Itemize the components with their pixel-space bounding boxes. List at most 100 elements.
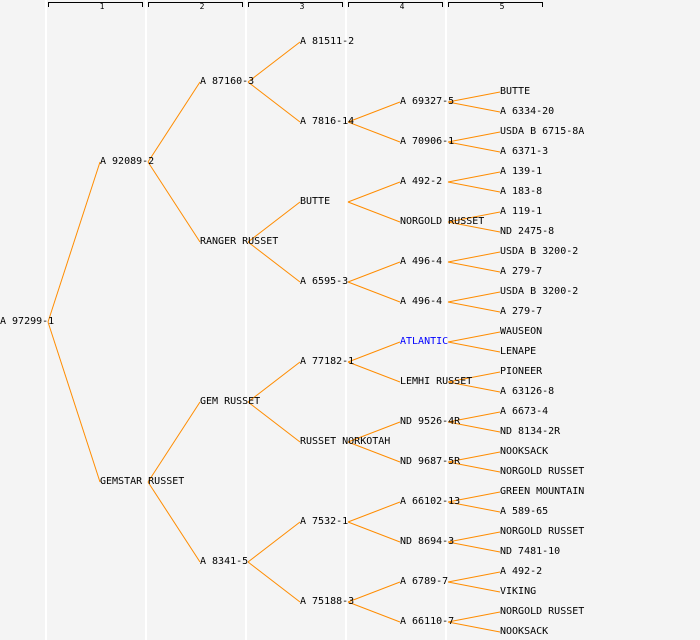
pedigree-node[interactable]: USDA B 6715-8A bbox=[500, 126, 585, 137]
pedigree-link bbox=[347, 521, 401, 543]
pedigree-link bbox=[247, 201, 301, 243]
pedigree-link bbox=[247, 41, 301, 83]
pedigree-node[interactable]: A 139-1 bbox=[500, 166, 543, 177]
pedigree-link bbox=[347, 601, 401, 623]
pedigree-link bbox=[447, 611, 501, 623]
pedigree-link bbox=[347, 501, 401, 523]
pedigree-link bbox=[347, 341, 401, 363]
pedigree-link bbox=[447, 451, 501, 463]
pedigree-node[interactable]: NORGOLD RUSSET bbox=[500, 526, 585, 537]
pedigree-node[interactable]: USDA B 3200-2 bbox=[500, 246, 579, 257]
pedigree-node[interactable]: NORGOLD RUSSET bbox=[500, 606, 585, 617]
generation-bracket bbox=[148, 2, 243, 7]
pedigree-link bbox=[347, 181, 401, 203]
pedigree-node[interactable]: ND 9526-4R bbox=[400, 416, 461, 427]
pedigree-node[interactable]: A 496-4 bbox=[400, 296, 443, 307]
pedigree-link bbox=[447, 461, 501, 473]
pedigree-node[interactable]: ND 8134-2R bbox=[500, 426, 561, 437]
pedigree-node[interactable]: A 6334-20 bbox=[500, 106, 555, 117]
pedigree-node[interactable]: A 496-4 bbox=[400, 256, 443, 267]
pedigree-node[interactable]: A 119-1 bbox=[500, 206, 543, 217]
pedigree-link bbox=[447, 291, 501, 303]
pedigree-node[interactable]: A 77182-1 bbox=[300, 356, 355, 367]
pedigree-link bbox=[47, 161, 101, 323]
pedigree-node[interactable]: ND 8694-3 bbox=[400, 536, 455, 547]
pedigree-link bbox=[347, 581, 401, 603]
pedigree-node[interactable]: A 6673-4 bbox=[500, 406, 549, 417]
pedigree-node[interactable]: A 81511-2 bbox=[300, 36, 355, 47]
pedigree-link bbox=[447, 341, 501, 353]
pedigree-node[interactable]: VIKING bbox=[500, 586, 537, 597]
generation-bracket bbox=[348, 2, 443, 7]
generation-bracket bbox=[48, 2, 143, 7]
pedigree-node[interactable]: A 92089-2 bbox=[100, 156, 155, 167]
pedigree-node[interactable]: GREEN MOUNTAIN bbox=[500, 486, 585, 497]
pedigree-link bbox=[147, 481, 201, 563]
pedigree-node[interactable]: A 183-8 bbox=[500, 186, 543, 197]
pedigree-node[interactable]: A 7532-1 bbox=[300, 516, 349, 527]
pedigree-link bbox=[247, 401, 301, 443]
generation-bracket bbox=[448, 2, 543, 7]
pedigree-link bbox=[447, 171, 501, 183]
pedigree-node[interactable]: A 492-2 bbox=[500, 566, 543, 577]
pedigree-link bbox=[447, 141, 501, 153]
pedigree-node[interactable]: NORGOLD RUSSET bbox=[400, 216, 485, 227]
pedigree-node[interactable]: BUTTE bbox=[500, 86, 531, 97]
pedigree-node[interactable]: BUTTE bbox=[300, 196, 331, 207]
pedigree-link bbox=[247, 81, 301, 123]
pedigree-link bbox=[347, 281, 401, 303]
pedigree-node[interactable]: A 6371-3 bbox=[500, 146, 549, 157]
pedigree-node[interactable]: ND 7481-10 bbox=[500, 546, 561, 557]
pedigree-link bbox=[447, 411, 501, 423]
pedigree-node[interactable]: ND 2475-8 bbox=[500, 226, 555, 237]
pedigree-link bbox=[447, 331, 501, 343]
pedigree-link bbox=[247, 361, 301, 403]
pedigree-node[interactable]: LENAPE bbox=[500, 346, 537, 357]
pedigree-node[interactable]: A 97299-1 bbox=[0, 316, 55, 327]
pedigree-node[interactable]: RUSSET NORKOTAH bbox=[300, 436, 391, 447]
pedigree-link bbox=[447, 381, 501, 393]
pedigree-node[interactable]: A 66102-13 bbox=[400, 496, 461, 507]
pedigree-node[interactable]: A 6789-7 bbox=[400, 576, 449, 587]
pedigree-node[interactable]: LEMHI RUSSET bbox=[400, 376, 473, 387]
pedigree-node[interactable]: NOOKSACK bbox=[500, 626, 549, 637]
pedigree-node[interactable]: A 279-7 bbox=[500, 306, 543, 317]
pedigree-node[interactable]: USDA B 3200-2 bbox=[500, 286, 579, 297]
pedigree-node[interactable]: A 87160-3 bbox=[200, 76, 255, 87]
pedigree-node[interactable]: A 66110-7 bbox=[400, 616, 455, 627]
pedigree-node[interactable]: A 70906-1 bbox=[400, 136, 455, 147]
pedigree-node[interactable]: ATLANTIC bbox=[400, 336, 449, 347]
pedigree-link bbox=[447, 301, 501, 313]
pedigree-link bbox=[447, 101, 501, 113]
generation-divider bbox=[445, 0, 447, 640]
generation-divider bbox=[345, 0, 347, 640]
pedigree-node[interactable]: A 63126-8 bbox=[500, 386, 555, 397]
pedigree-node[interactable]: NORGOLD RUSSET bbox=[500, 466, 585, 477]
pedigree-node[interactable]: GEM RUSSET bbox=[200, 396, 261, 407]
pedigree-node[interactable]: A 7816-14 bbox=[300, 116, 355, 127]
pedigree-link bbox=[347, 121, 401, 143]
pedigree-link bbox=[447, 501, 501, 513]
pedigree-node[interactable]: WAUSEON bbox=[500, 326, 543, 337]
pedigree-link bbox=[147, 401, 201, 483]
pedigree-node[interactable]: ND 9687-5R bbox=[400, 456, 461, 467]
pedigree-node[interactable]: A 69327-5 bbox=[400, 96, 455, 107]
pedigree-node[interactable]: A 8341-5 bbox=[200, 556, 249, 567]
pedigree-link bbox=[447, 621, 501, 633]
pedigree-node[interactable]: NOOKSACK bbox=[500, 446, 549, 457]
pedigree-link bbox=[347, 261, 401, 283]
pedigree-node[interactable]: A 492-2 bbox=[400, 176, 443, 187]
pedigree-node[interactable]: PIONEER bbox=[500, 366, 543, 377]
pedigree-node[interactable]: A 75188-3 bbox=[300, 596, 355, 607]
pedigree-node[interactable]: A 6595-3 bbox=[300, 276, 349, 287]
pedigree-link bbox=[247, 521, 301, 563]
generation-label: 4 bbox=[399, 2, 405, 11]
pedigree-link bbox=[447, 221, 501, 233]
pedigree-link bbox=[447, 91, 501, 103]
pedigree-link bbox=[447, 131, 501, 143]
pedigree-node[interactable]: RANGER RUSSET bbox=[200, 236, 279, 247]
pedigree-link bbox=[447, 211, 501, 223]
pedigree-node[interactable]: GEMSTAR RUSSET bbox=[100, 476, 185, 487]
pedigree-node[interactable]: A 589-65 bbox=[500, 506, 549, 517]
pedigree-node[interactable]: A 279-7 bbox=[500, 266, 543, 277]
